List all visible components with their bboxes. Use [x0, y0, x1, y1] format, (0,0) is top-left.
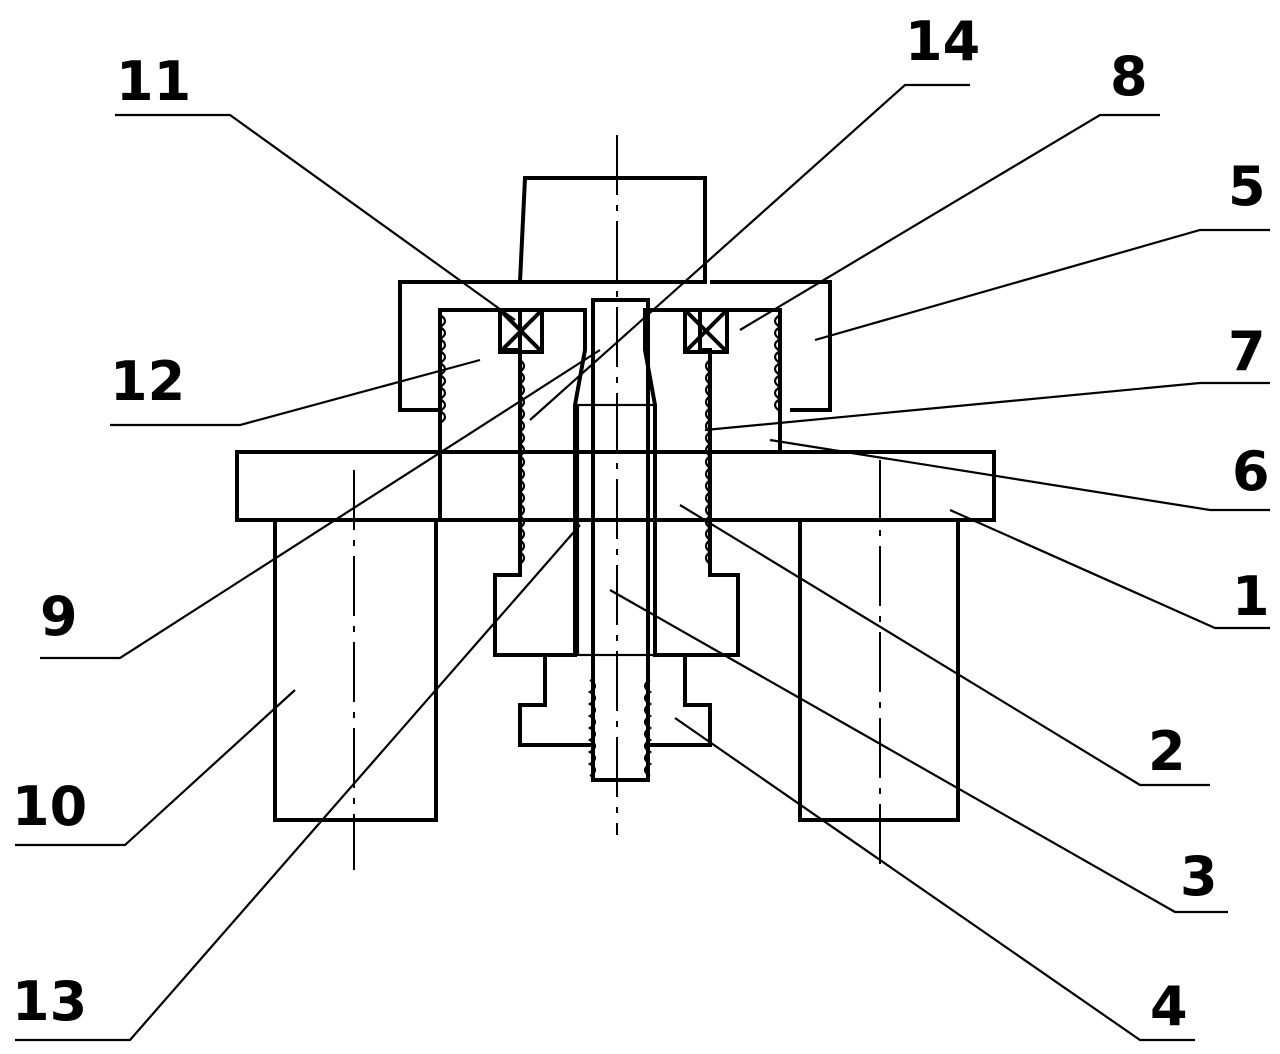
label-1: 1 — [1232, 565, 1270, 628]
label-2: 2 — [1148, 720, 1186, 783]
inner-bushing-left — [493, 308, 587, 657]
label-3: 3 — [1180, 845, 1218, 908]
part-labels: 11 14 8 5 12 7 6 1 9 10 2 3 13 4 — [12, 10, 1270, 1038]
label-5: 5 — [1228, 155, 1266, 218]
label-11: 11 — [116, 50, 191, 113]
central-shaft — [591, 298, 650, 782]
leader-lines — [15, 83, 1270, 1042]
cap-nut — [398, 280, 832, 412]
shaft-head — [517, 176, 707, 284]
label-13: 13 — [12, 970, 87, 1033]
center-lines — [353, 135, 881, 870]
label-10: 10 — [12, 775, 87, 838]
label-9: 9 — [40, 585, 78, 648]
thread-right — [587, 314, 783, 777]
inner-bushing-right — [643, 308, 740, 657]
label-12: 12 — [110, 350, 185, 413]
bearing-right — [683, 308, 729, 354]
base-plate — [235, 450, 996, 522]
bottom-nut — [518, 655, 712, 747]
label-4: 4 — [1150, 975, 1188, 1038]
label-14: 14 — [905, 10, 980, 73]
bearing-left — [498, 308, 544, 354]
label-8: 8 — [1110, 45, 1148, 108]
label-6: 6 — [1232, 440, 1270, 503]
label-7: 7 — [1228, 320, 1266, 383]
left-support-leg — [273, 520, 438, 822]
